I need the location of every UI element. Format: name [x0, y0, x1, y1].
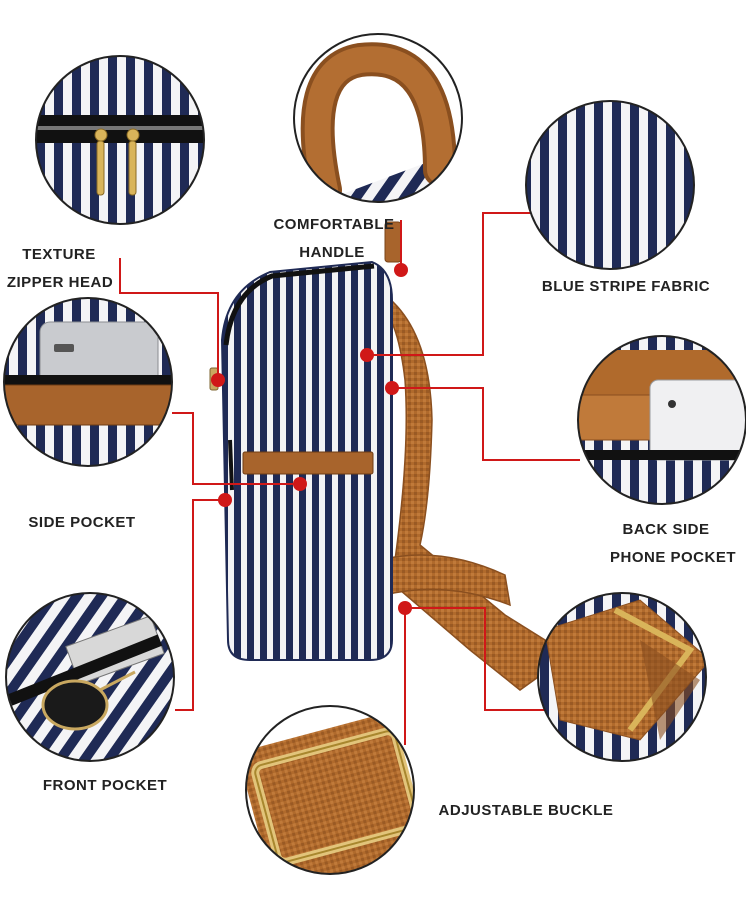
detail-circle-side-pocket — [3, 297, 173, 467]
detail-circle-handle — [293, 33, 463, 203]
callout-line-buckle-strap — [405, 607, 545, 711]
callout-line-phone-pocket — [392, 387, 580, 461]
smartphone-icon — [649, 379, 746, 461]
label-zipper-head: ZIPPER HEAD — [6, 274, 114, 291]
label-comfortable: COMFORTABLE — [273, 216, 395, 233]
callout-line-side-pocket — [172, 412, 300, 485]
backpack-illustration — [209, 221, 549, 691]
detail-circle-front-pocket — [5, 592, 175, 762]
callout-line-stripe-fabric — [367, 212, 540, 356]
callout-dots — [211, 263, 412, 615]
label-front-pocket: FRONT POCKET — [42, 777, 168, 794]
callout-dot-phone — [385, 381, 399, 395]
label-handle: HANDLE — [299, 244, 365, 261]
label-blue-stripe-fabric: BLUE STRIPE FABRIC — [541, 278, 711, 295]
zipper-pull-icon — [94, 128, 140, 196]
detail-circle-adjustable-buckle — [245, 705, 415, 875]
detail-circle-stripe-fabric — [525, 100, 695, 270]
sunglasses-icon — [41, 670, 136, 731]
label-texture: TEXTURE — [22, 246, 96, 263]
detail-circle-phone-pocket — [577, 335, 746, 505]
callout-dot-zipper — [211, 373, 225, 387]
callout-dot-fabric — [360, 348, 374, 362]
callout-dot-handle — [394, 263, 408, 277]
label-side-pocket: SIDE POCKET — [28, 514, 136, 531]
callout-dot-side — [293, 477, 307, 491]
callout-line-texture-zipper — [119, 258, 219, 378]
callout-dot-buckle — [398, 601, 412, 615]
callout-line-front-pocket — [175, 499, 225, 711]
callout-lines — [119, 212, 580, 745]
detail-circle-zipper-head — [35, 55, 205, 225]
label-adjustable-buckle: ADJUSTABLE BUCKLE — [438, 802, 614, 819]
label-phone-pocket: PHONE POCKET — [609, 549, 736, 566]
detail-circle-strap-buckle — [537, 592, 707, 762]
callout-dot-front — [218, 493, 232, 507]
buckle-icon — [251, 727, 414, 866]
label-back-side: BACK SIDE — [622, 521, 710, 538]
